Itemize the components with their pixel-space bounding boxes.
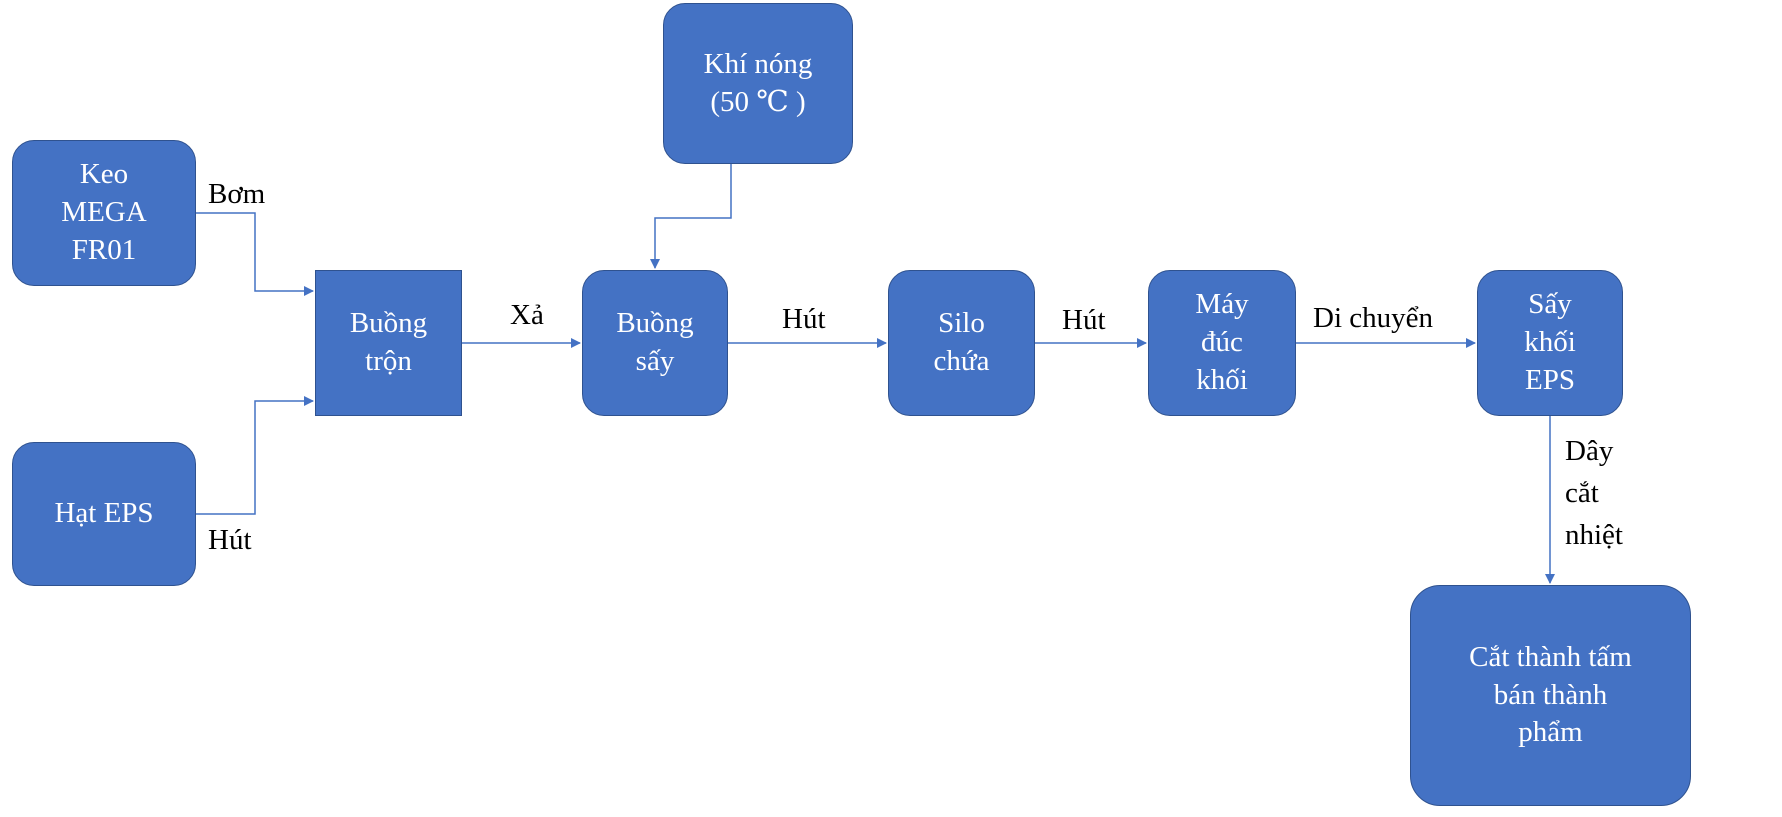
node-buong-say[interactable]: Buồng sấy xyxy=(582,270,728,416)
edge-keo-to-tron xyxy=(195,212,314,296)
node-say-khoi-eps[interactable]: Sấy khối EPS xyxy=(1477,270,1623,416)
node-label: Sấy khối EPS xyxy=(1524,288,1576,396)
node-silo-chua[interactable]: Silo chứa xyxy=(888,270,1035,416)
node-label: Keo MEGA FR01 xyxy=(61,158,147,266)
node-label: Cắt thành tấm bán thành phẩm xyxy=(1469,640,1632,749)
edge-label-bom: Bơm xyxy=(208,178,266,210)
edge-label-hut-silo: Hút xyxy=(1062,304,1106,336)
edge-hat-to-tron xyxy=(195,396,314,515)
edge-label-day-cat-nhiet: Dây cắt nhiệt xyxy=(1565,435,1623,552)
edge-label-di-chuyen: Di chuyển xyxy=(1313,302,1433,334)
node-khi-nong[interactable]: Khí nóng (50 ℃ ) xyxy=(663,3,853,164)
node-buong-tron[interactable]: Buồng trộn xyxy=(315,270,462,416)
node-label: Buồng trộn xyxy=(349,307,428,377)
node-label: Hạt EPS xyxy=(54,497,154,530)
node-cat-thanh-tam[interactable]: Cắt thành tấm bán thành phẩm xyxy=(1410,585,1691,806)
edge-khi-to-say xyxy=(650,163,732,269)
node-label: Máy đúc khối xyxy=(1195,288,1249,396)
node-label: Silo chứa xyxy=(933,307,990,377)
edge-label-hut-say: Hút xyxy=(782,303,826,335)
edge-label-xa: Xả xyxy=(510,299,544,331)
node-hat-eps[interactable]: Hạt EPS xyxy=(12,442,196,586)
node-label: Khí nóng (50 ℃ ) xyxy=(703,47,813,118)
node-label: Buồng sấy xyxy=(616,307,694,377)
node-may-duc-khoi[interactable]: Máy đúc khối xyxy=(1148,270,1296,416)
node-keo-mega[interactable]: Keo MEGA FR01 xyxy=(12,140,196,286)
edge-label-hut-hat: Hút xyxy=(208,524,252,556)
